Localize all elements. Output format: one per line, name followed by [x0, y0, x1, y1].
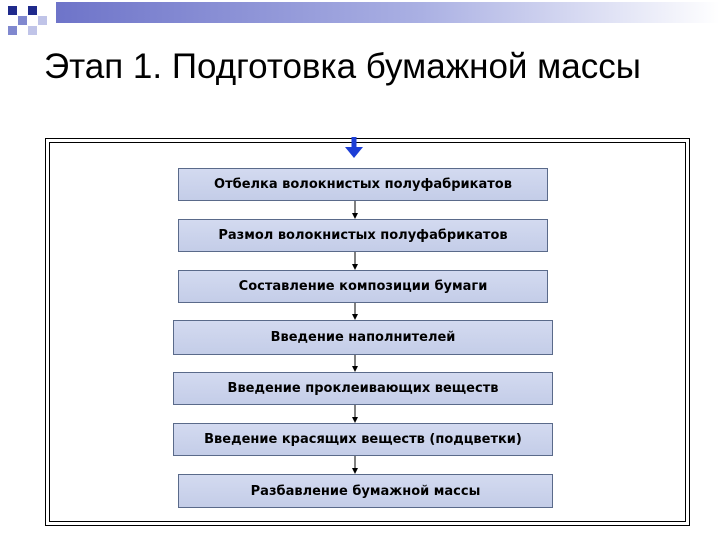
- banner-square-4: [38, 16, 47, 25]
- banner-square-3: [18, 16, 27, 25]
- step-sizing-agents: Введение проклеивающих веществ: [173, 372, 553, 405]
- step-bleaching: Отбелка волокнистых полуфабрикатов: [178, 168, 548, 201]
- step-dyes: Введение красящих веществ (подцветки): [173, 423, 553, 456]
- banner-square-6: [28, 26, 37, 35]
- banner-gradient-bar: [56, 2, 720, 23]
- step-composition: Составление композиции бумаги: [178, 270, 548, 303]
- header-decoration: [8, 2, 720, 35]
- banner-square-1: [8, 6, 17, 15]
- slide-title: Этап 1. Подготовка бумажной массы: [44, 47, 641, 86]
- banner-square-5: [8, 26, 17, 35]
- diagram-frame-inner-border: [49, 142, 686, 522]
- diagram-frame: [45, 138, 690, 526]
- step-fillers: Введение наполнителей: [173, 320, 553, 355]
- banner-square-2: [28, 6, 37, 15]
- step-refining: Размол волокнистых полуфабрикатов: [178, 219, 548, 252]
- step-dilution: Разбавление бумажной массы: [178, 474, 553, 508]
